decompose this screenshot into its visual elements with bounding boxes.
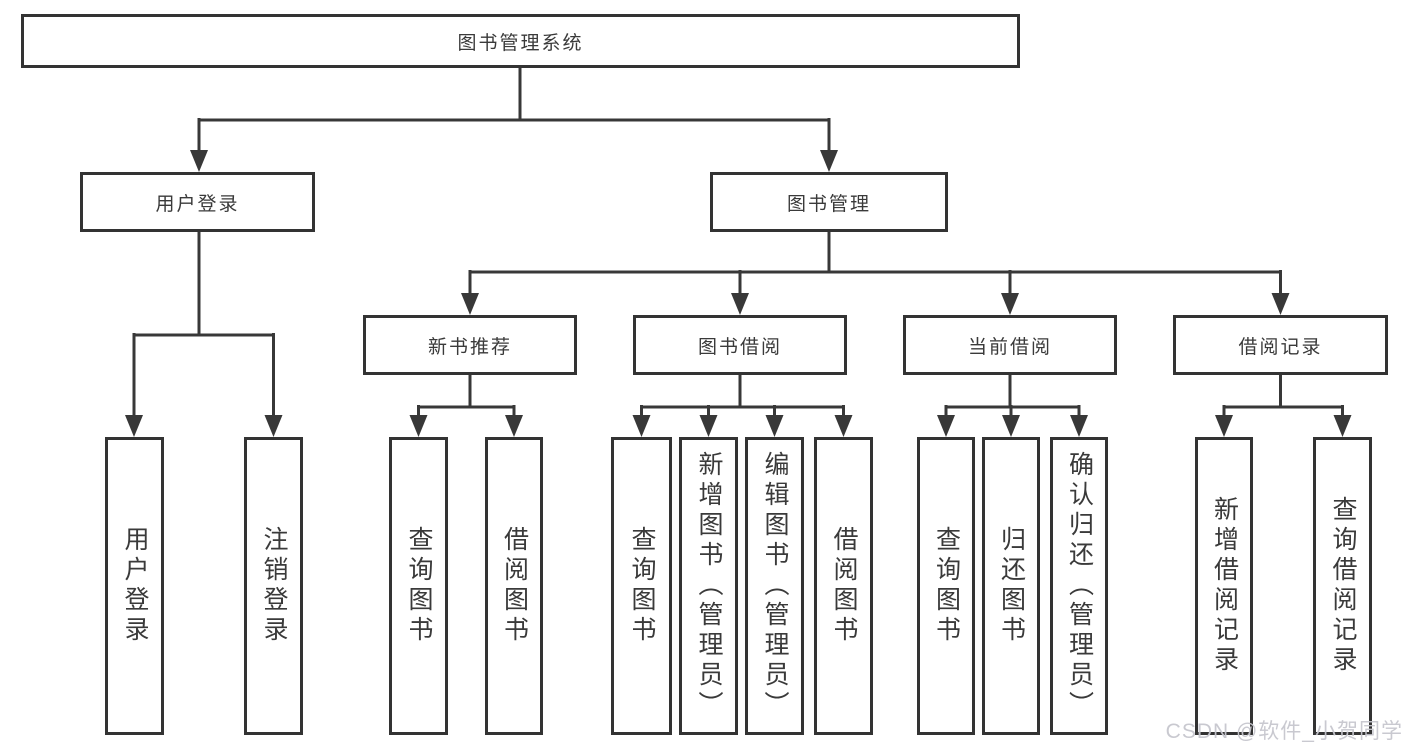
leaf-edit-books-admin: 编辑图书（管理员） <box>745 437 804 735</box>
leaf-add-borrow-record-label: 新增借阅记录 <box>1210 496 1239 676</box>
node-current-borrow: 当前借阅 <box>903 315 1117 375</box>
leaf-borrow-query-books: 查询图书 <box>611 437 672 735</box>
leaf-add-books-admin-label: 新增图书（管理员） <box>695 451 723 721</box>
leaf-recommend-borrow-books-label: 借阅图书 <box>500 526 529 646</box>
node-root-system: 图书管理系统 <box>21 14 1020 68</box>
leaf-return-books-label: 归还图书 <box>997 526 1026 646</box>
node-user-login-label: 用户登录 <box>155 193 240 215</box>
node-new-book-recommend-label: 新书推荐 <box>427 336 512 358</box>
leaf-current-query-books: 查询图书 <box>917 437 975 735</box>
leaf-logout-label: 注销登录 <box>260 526 288 646</box>
leaf-borrow-query-books-label: 查询图书 <box>628 526 656 646</box>
leaf-user-login: 用户登录 <box>105 437 164 735</box>
node-book-borrow: 图书借阅 <box>633 315 847 375</box>
leaf-borrow-books-label: 借阅图书 <box>830 526 858 646</box>
leaf-confirm-return-admin: 确认归还（管理员） <box>1050 437 1108 735</box>
leaf-borrow-books: 借阅图书 <box>814 437 873 735</box>
node-book-borrow-label: 图书借阅 <box>697 336 782 358</box>
leaf-edit-books-admin-label: 编辑图书（管理员） <box>761 451 789 721</box>
leaf-user-login-label: 用户登录 <box>121 526 149 646</box>
leaf-query-borrow-record-label: 查询借阅记录 <box>1329 496 1357 676</box>
node-book-management-label: 图书管理 <box>786 193 871 215</box>
node-book-management: 图书管理 <box>710 172 948 232</box>
leaf-current-query-books-label: 查询图书 <box>932 526 961 646</box>
node-new-book-recommend: 新书推荐 <box>363 315 577 375</box>
leaf-recommend-borrow-books: 借阅图书 <box>485 437 543 735</box>
node-borrow-records-label: 借阅记录 <box>1238 336 1323 358</box>
arrowhead-icons <box>125 150 1352 437</box>
leaf-add-books-admin: 新增图书（管理员） <box>679 437 738 735</box>
leaf-return-books: 归还图书 <box>982 437 1040 735</box>
node-user-login: 用户登录 <box>80 172 315 232</box>
leaf-recommend-query-books-label: 查询图书 <box>405 526 433 646</box>
node-root-label: 图书管理系统 <box>457 32 584 54</box>
leaf-confirm-return-admin-label: 确认归还（管理员） <box>1065 451 1094 721</box>
leaf-logout: 注销登录 <box>244 437 303 735</box>
node-borrow-records: 借阅记录 <box>1173 315 1388 375</box>
leaf-add-borrow-record: 新增借阅记录 <box>1195 437 1253 735</box>
leaf-recommend-query-books: 查询图书 <box>389 437 448 735</box>
node-current-borrow-label: 当前借阅 <box>967 336 1052 358</box>
leaf-query-borrow-record: 查询借阅记录 <box>1313 437 1372 735</box>
